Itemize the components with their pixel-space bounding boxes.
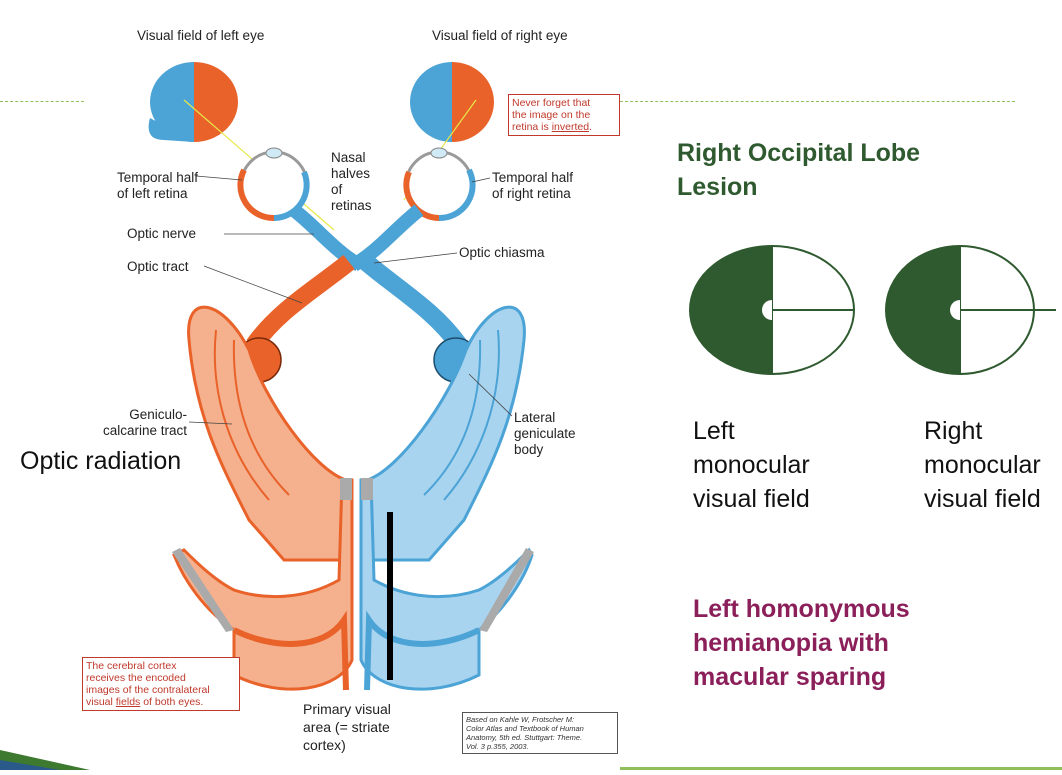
left-monocular-field-chart: [689, 245, 855, 375]
header-divider-left: [0, 101, 84, 102]
label-line: Nasal: [331, 150, 366, 165]
note-line: Never forget that: [512, 97, 591, 109]
nasal-halves-label: Nasal halves of retinas: [331, 150, 372, 214]
right-eyeball: [403, 147, 476, 222]
result-line: hemianopia with: [693, 629, 889, 657]
visual-pathway-svg: [148, 62, 534, 691]
label-line: Temporal half: [492, 170, 574, 185]
label-line: Lateral: [514, 410, 556, 425]
label-line: Primary visual: [303, 701, 391, 717]
label-line: of: [331, 182, 343, 197]
cerebral-cortex-note: The cerebral cortex receives the encoded…: [82, 657, 240, 711]
note-underlined: inverted: [551, 121, 590, 133]
label-line: visual field: [693, 485, 810, 513]
diagnosis-result: Left homonymous hemianopia with macular …: [693, 592, 993, 694]
temporal-half-right-retina-label: Temporal half of right retina: [492, 170, 573, 202]
label-line: visual field: [924, 485, 1041, 513]
label-line: cortex): [303, 737, 346, 753]
primary-visual-area-label: Primary visual area (= striate cortex): [303, 700, 391, 754]
note-underlined: fields: [115, 696, 141, 708]
citation-line: Anatomy, 5th ed. Stuttgart: Theme.: [466, 733, 583, 742]
label-line: halves: [331, 166, 371, 181]
footer-accent: [0, 730, 90, 770]
note-line: the image on the: [512, 109, 591, 121]
citation-line: Color Atlas and Textbook of Human: [466, 724, 584, 733]
header-divider-right: [620, 101, 1015, 102]
geniculocalcarine-tract-label: Geniculo- calcarine tract: [103, 407, 187, 439]
visual-field-right-eye-label: Visual field of right eye: [432, 28, 568, 43]
source-citation: Based on Kahle W, Frotscher M: Color Atl…: [462, 712, 618, 754]
result-line: macular sparing: [693, 663, 887, 691]
label-line: of left retina: [117, 186, 188, 201]
label-line: geniculate: [514, 426, 576, 441]
right-monocular-field-chart: [885, 245, 1056, 375]
slide-title: Right Occipital Lobe Lesion: [677, 136, 997, 204]
note-text: .: [589, 121, 592, 133]
footer-accent-svg: [0, 750, 90, 770]
right-eye-visual-field: [410, 62, 494, 142]
label-line: monocular: [924, 451, 1041, 479]
left-monocular-field-label: Left monocular visual field: [693, 414, 810, 516]
visual-field-defect-diagrams: [689, 245, 1056, 375]
label-line: retinas: [331, 198, 372, 213]
label-line: area (= striate: [303, 719, 390, 735]
label-line: Left: [693, 417, 735, 445]
visual-field-left-eye-label: Visual field of left eye: [137, 28, 265, 43]
note-line: images of the contralateral: [86, 684, 210, 696]
optic-tract-label: Optic tract: [127, 259, 189, 274]
note-line: receives the encoded: [86, 672, 186, 684]
result-line: Left homonymous: [693, 595, 910, 623]
label-line: of right retina: [492, 186, 571, 201]
label-line: Geniculo-: [129, 407, 187, 422]
footer-line: [620, 767, 1062, 770]
note-line: The cerebral cortex: [86, 660, 177, 672]
right-monocular-field-label: Right monocular visual field: [924, 414, 1041, 516]
citation-line: Vol. 3 p.355, 2003.: [466, 742, 529, 751]
left-eyeball: [237, 147, 310, 222]
optic-radiation-label: Optic radiation: [20, 447, 182, 475]
optic-nerve-label: Optic nerve: [127, 226, 197, 241]
lateral-geniculate-body-label: Lateral geniculate body: [514, 410, 576, 458]
citation-line: Based on Kahle W, Frotscher M:: [466, 715, 575, 724]
temporal-half-left-retina-label: Temporal half of left retina: [117, 170, 198, 202]
note-text: visual: [86, 696, 116, 708]
left-eye-visual-field: [148, 62, 238, 142]
optic-chiasma-label: Optic chiasma: [459, 245, 545, 260]
label-line: calcarine tract: [102, 423, 187, 438]
inverted-image-note: Never forget that the image on the retin…: [508, 94, 620, 136]
title-line: Lesion: [677, 173, 758, 201]
label-line: monocular: [693, 451, 810, 479]
label-line: Right: [924, 417, 983, 445]
note-text: retina is: [512, 121, 552, 133]
note-line: visual fields of both eyes.: [86, 696, 236, 708]
note-line: retina is inverted.: [512, 121, 616, 133]
label-line: body: [514, 442, 544, 457]
label-line: Temporal half: [117, 170, 199, 185]
note-text: of both eyes.: [140, 696, 204, 708]
title-line: Right Occipital Lobe: [677, 139, 921, 167]
